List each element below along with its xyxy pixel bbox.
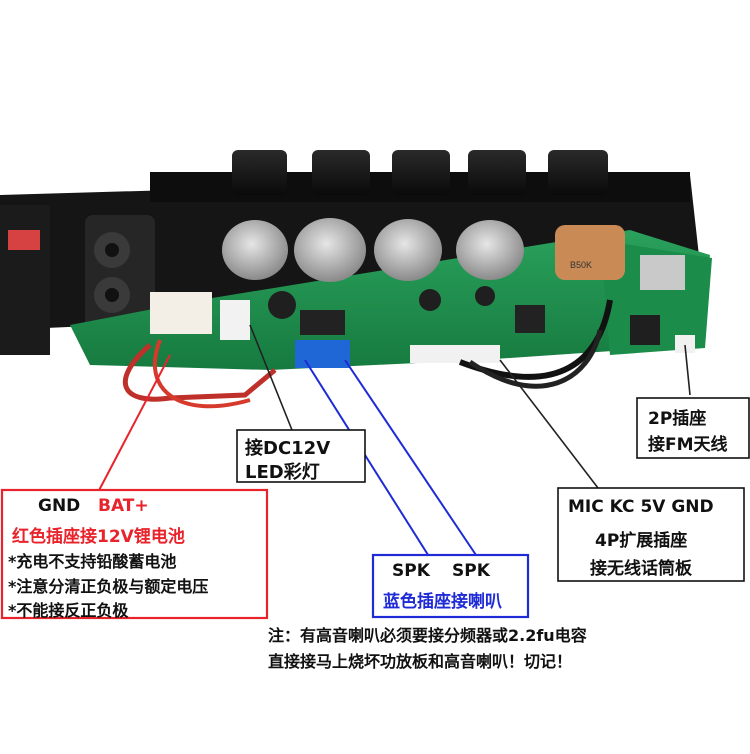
battery-bat-plus: BAT+ [98, 496, 149, 516]
pointer-spk-b [344, 359, 479, 559]
battery-note-2: *注意分清正负极与额定电压 [8, 577, 209, 596]
speaker-title: 蓝色插座接喇叭 [383, 592, 502, 612]
footer-note-line1: 注：有高音喇叭必须要接分频器或2.2fu电容 [268, 626, 587, 645]
fm-connector [675, 335, 695, 353]
black-wires [458, 299, 613, 380]
dc12v-line1: 接DC12V [245, 438, 331, 459]
mic-line2: 4P扩展插座 [595, 531, 688, 551]
capacitor [268, 291, 296, 319]
pointer-dc12v [249, 324, 301, 451]
potentiometers: B50K [222, 218, 625, 282]
speaker-box [371, 553, 530, 619]
dc12v-line2: LED彩灯 [245, 462, 320, 483]
pointer-mic [499, 359, 599, 489]
mic-line3: 接无线话筒板 [590, 559, 692, 579]
battery-gnd: GND [38, 496, 81, 516]
pointer-battery [94, 354, 171, 499]
knob-row [232, 150, 608, 195]
pointer-spk-a [304, 359, 431, 559]
footer-note-line2: 直接接马上烧坏功放板和高音喇叭！切记！ [268, 652, 573, 671]
battery-box [0, 488, 269, 620]
pointer-fm [684, 344, 691, 396]
battery-note-1: *充电不支持铅酸蓄电池 [8, 552, 177, 571]
resistor-block [150, 292, 212, 334]
blue-speaker-connector [295, 340, 350, 368]
dc12v-box [236, 429, 366, 483]
fm-box [636, 397, 750, 459]
mic-line1: MIC KC 5V GND [568, 497, 714, 517]
battery-note-3: *不能接反正负极 [8, 601, 129, 620]
fm-line2: 接FM天线 [648, 435, 728, 455]
left-jacks [0, 205, 155, 355]
mic-box [557, 487, 745, 582]
pot-marking: B50K [570, 260, 592, 270]
fm-line1: 2P插座 [648, 409, 707, 429]
speaker-spk-2: SPK [452, 561, 490, 581]
red-wires [122, 343, 277, 402]
speaker-spk-1: SPK [392, 561, 430, 581]
battery-title: 红色插座接12V锂电池 [12, 527, 185, 547]
